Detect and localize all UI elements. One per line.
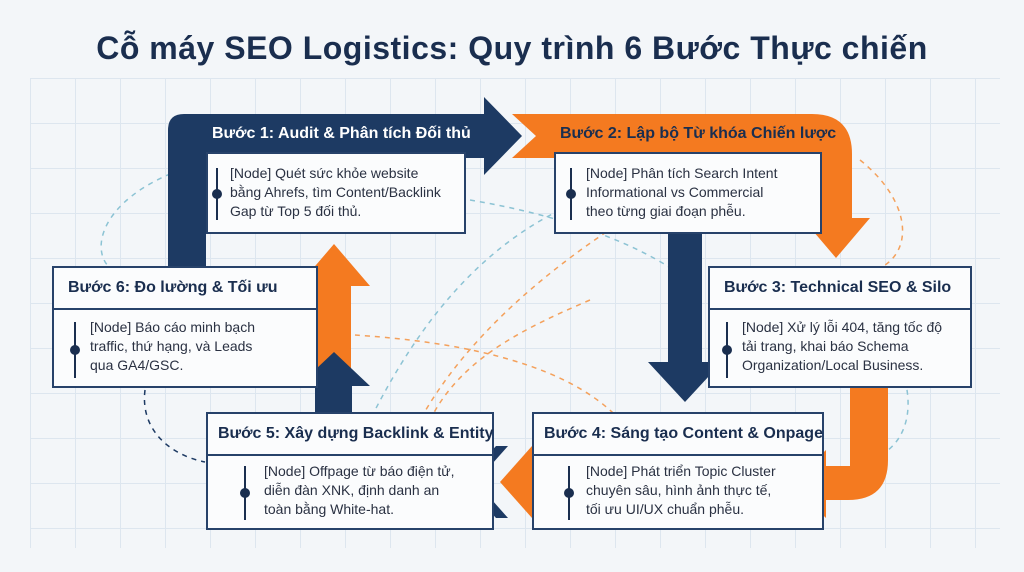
step1-title: Bước 1: Audit & Phân tích Đối thủ <box>212 125 471 142</box>
step5-line-3: toàn bằng White-hat. <box>264 501 394 517</box>
step4-header: Bước 4: Sáng tạo Content & Onpage <box>534 414 823 456</box>
step4-line-3: tối ưu UI/UX chuẩn phễu. <box>586 501 745 517</box>
step1-arrow <box>168 97 522 268</box>
step6-timeline <box>70 322 80 378</box>
step6-line-2: traffic, thứ hạng, và Leads <box>90 338 253 354</box>
step4-title: Bước 4: Sáng tạo Content & Onpage <box>544 425 823 442</box>
step5-to-step6-arrow <box>298 352 370 412</box>
step3-description: [Node] Xử lý lỗi 404, tăng tốc độ tải tr… <box>742 318 942 375</box>
step5-header: Bước 5: Xây dựng Backlink & Entity <box>208 414 494 456</box>
step5-timeline <box>240 466 250 520</box>
step2-description: [Node] Phân tích Search Intent Informati… <box>586 164 777 221</box>
step2-line-2: Informational vs Commercial <box>586 184 764 200</box>
step2-line-3: theo từng giai đoạn phễu. <box>586 203 746 219</box>
step2-to-step4-arrow <box>648 232 722 402</box>
step6-box: Bước 6: Đo lường & Tối ưu [Node] Báo cáo… <box>52 266 318 388</box>
step6-header: Bước 6: Đo lường & Tối ưu <box>54 268 316 310</box>
step3-title: Bước 3: Technical SEO & Silo <box>724 279 952 296</box>
step3-line-3: Organization/Local Business. <box>742 357 924 373</box>
step3-box: Bước 3: Technical SEO & Silo [Node] Xử l… <box>708 266 972 388</box>
step4-line-1: [Node] Phát triển Topic Cluster <box>586 463 776 479</box>
step1-box: [Node] Quét sức khỏe website bằng Ahrefs… <box>206 152 466 234</box>
step5-line-2: diễn đàn XNK, định danh an <box>264 482 440 498</box>
step2-timeline <box>566 168 576 220</box>
step5-title: Bước 5: Xây dựng Backlink & Entity <box>218 425 494 442</box>
step3-line-1: [Node] Xử lý lỗi 404, tăng tốc độ <box>742 319 943 335</box>
step3-line-2: tải trang, khai báo Schema <box>742 338 909 354</box>
step4-to-step5-arrow <box>500 446 532 518</box>
step1-line-1: [Node] Quét sức khỏe website <box>230 165 419 181</box>
step4-description: [Node] Phát triển Topic Cluster chuyên s… <box>586 462 776 519</box>
step3-timeline <box>722 322 732 378</box>
step2-arrow <box>512 114 870 258</box>
step3-header: Bước 3: Technical SEO & Silo <box>710 268 970 310</box>
step1-description: [Node] Quét sức khỏe website bằng Ahrefs… <box>230 164 441 221</box>
step2-box: [Node] Phân tích Search Intent Informati… <box>554 152 822 234</box>
step5-line-1: [Node] Offpage từ báo điện tử, <box>264 463 455 479</box>
diagram-title: Cỗ máy SEO Logistics: Quy trình 6 Bước T… <box>96 30 928 66</box>
step1-timeline <box>212 168 222 220</box>
step6-title: Bước 6: Đo lường & Tối ưu <box>68 279 278 296</box>
step4-timeline <box>564 466 574 520</box>
step6-line-3: qua GA4/GSC. <box>90 357 184 373</box>
step1-line-2: bằng Ahrefs, tìm Content/Backlink <box>230 184 441 200</box>
dashed-connectors <box>100 159 909 463</box>
step2-line-1: [Node] Phân tích Search Intent <box>586 165 778 181</box>
step4-line-2: chuyên sâu, hình ảnh thực tế, <box>586 482 772 498</box>
step1-line-3: Gap từ Top 5 đối thủ. <box>230 203 362 219</box>
step6-description: [Node] Báo cáo minh bạch traffic, thứ hạ… <box>90 318 255 375</box>
step2-title: Bước 2: Lập bộ Từ khóa Chiến lược <box>560 125 837 142</box>
step5-box: Bước 5: Xây dựng Backlink & Entity [Node… <box>206 412 494 530</box>
step4-box: Bước 4: Sáng tạo Content & Onpage [Node]… <box>532 412 824 530</box>
step5-description: [Node] Offpage từ báo điện tử, diễn đàn … <box>264 462 455 519</box>
step6-line-1: [Node] Báo cáo minh bạch <box>90 319 255 335</box>
